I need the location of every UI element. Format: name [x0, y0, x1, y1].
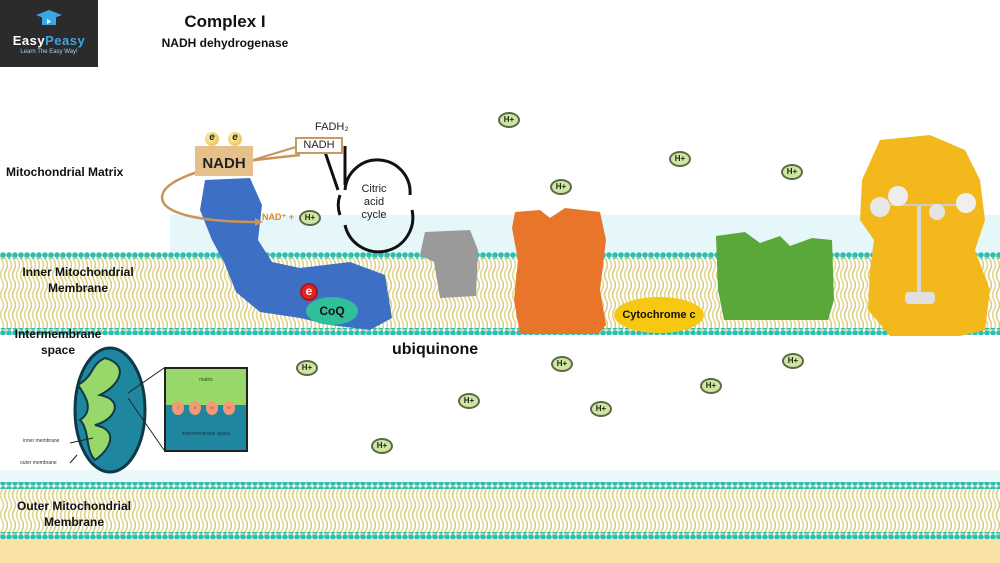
complex-4-shape — [716, 232, 834, 320]
label-intermembrane-line1: Intermembrane — [14, 327, 102, 341]
citric-line3: cycle — [361, 209, 387, 221]
outer-membrane-label: outer membrane — [20, 460, 57, 466]
label-mitochondrial-matrix: Mitochondrial Matrix — [6, 165, 124, 179]
electron-icon: e — [205, 132, 219, 146]
inset-matrix-label: matrix — [199, 377, 213, 383]
ubiquinone-complex-shape — [420, 230, 478, 298]
cytochrome-c: Cytochrome c — [614, 297, 704, 333]
complex-1-shape — [200, 178, 392, 330]
proton-h-plus: H+ — [782, 353, 804, 369]
nadh-connector — [252, 146, 297, 161]
proton-h-plus: H+ — [498, 112, 520, 128]
inner-membrane — [0, 252, 1000, 335]
proton-h-plus: H+ — [781, 164, 803, 180]
proton-h-plus: H+ — [458, 393, 480, 409]
proton-h-plus: H+ — [590, 401, 612, 417]
coq-label: CoQ — [306, 297, 358, 325]
complex-3-shape — [512, 208, 606, 334]
proton-h-plus: H+ — [299, 210, 321, 226]
inset-complex: II — [189, 401, 201, 415]
proton-h-plus: H+ — [669, 151, 691, 167]
citric-line1: Citric — [361, 183, 387, 195]
label-inner-membrane: Inner Mitochondrial Membrane — [8, 264, 148, 296]
atp-synthase-shape — [860, 135, 990, 336]
inset-intermembrane-label: intermembrane space — [181, 431, 231, 437]
fadh2-label: FADH₂ — [315, 121, 349, 133]
nadh-small-box: NADH — [295, 137, 343, 154]
label-outer-membrane-line2: Membrane — [43, 515, 105, 529]
label-inner-membrane-line2: Membrane — [47, 281, 109, 295]
proton-h-plus: H+ — [371, 438, 393, 454]
page-subtitle: NADH dehydrogenase — [161, 36, 289, 50]
proton-h-plus: H+ — [700, 378, 722, 394]
electron-red-icon: e — [300, 283, 318, 301]
page-title: Complex I — [184, 12, 266, 31]
label-intermembrane-space: Intermembrane space — [8, 326, 108, 358]
inset-complex: III — [206, 401, 218, 415]
inset-complex: IV — [223, 401, 235, 415]
nad-plus-label: NAD⁺ + — [262, 212, 295, 222]
inner-membrane-label: inner membrane — [23, 438, 60, 444]
ubiquinone-label: ubiquinone — [392, 341, 479, 358]
outer-membrane — [0, 482, 1000, 563]
inset-complex: I — [172, 401, 184, 415]
outer-haze — [0, 470, 1000, 482]
proton-h-plus: H+ — [550, 179, 572, 195]
citric-cycle-arrows — [323, 146, 415, 254]
citric-line2: acid — [363, 196, 385, 208]
easypeasy-logo: EasyPeasy Learn The Easy Way! — [0, 0, 98, 67]
nadh-box: NADH — [195, 146, 253, 176]
inset-matrix-region — [166, 369, 246, 406]
membrane-inset: matrix intermembrane space I II III IV — [164, 367, 248, 452]
atp-synthase-rotor-icon — [870, 186, 976, 304]
label-intermembrane-line2: space — [40, 343, 76, 357]
label-outer-membrane: Outer Mitochondrial Membrane — [4, 498, 144, 530]
citric-acid-cycle-label: Citric acid cycle — [349, 183, 399, 222]
proton-h-plus: H+ — [551, 356, 573, 372]
label-inner-membrane-line1: Inner Mitochondrial — [22, 265, 134, 279]
logo-tagline: Learn The Easy Way! — [20, 49, 78, 55]
electron-icon: e — [228, 132, 242, 146]
proton-h-plus: H+ — [296, 360, 318, 376]
logo-brand: EasyPeasy — [12, 33, 86, 48]
mitochondrion-illustration — [69, 346, 165, 474]
label-outer-membrane-line1: Outer Mitochondrial — [17, 499, 131, 513]
graduation-cap-icon — [36, 10, 62, 25]
